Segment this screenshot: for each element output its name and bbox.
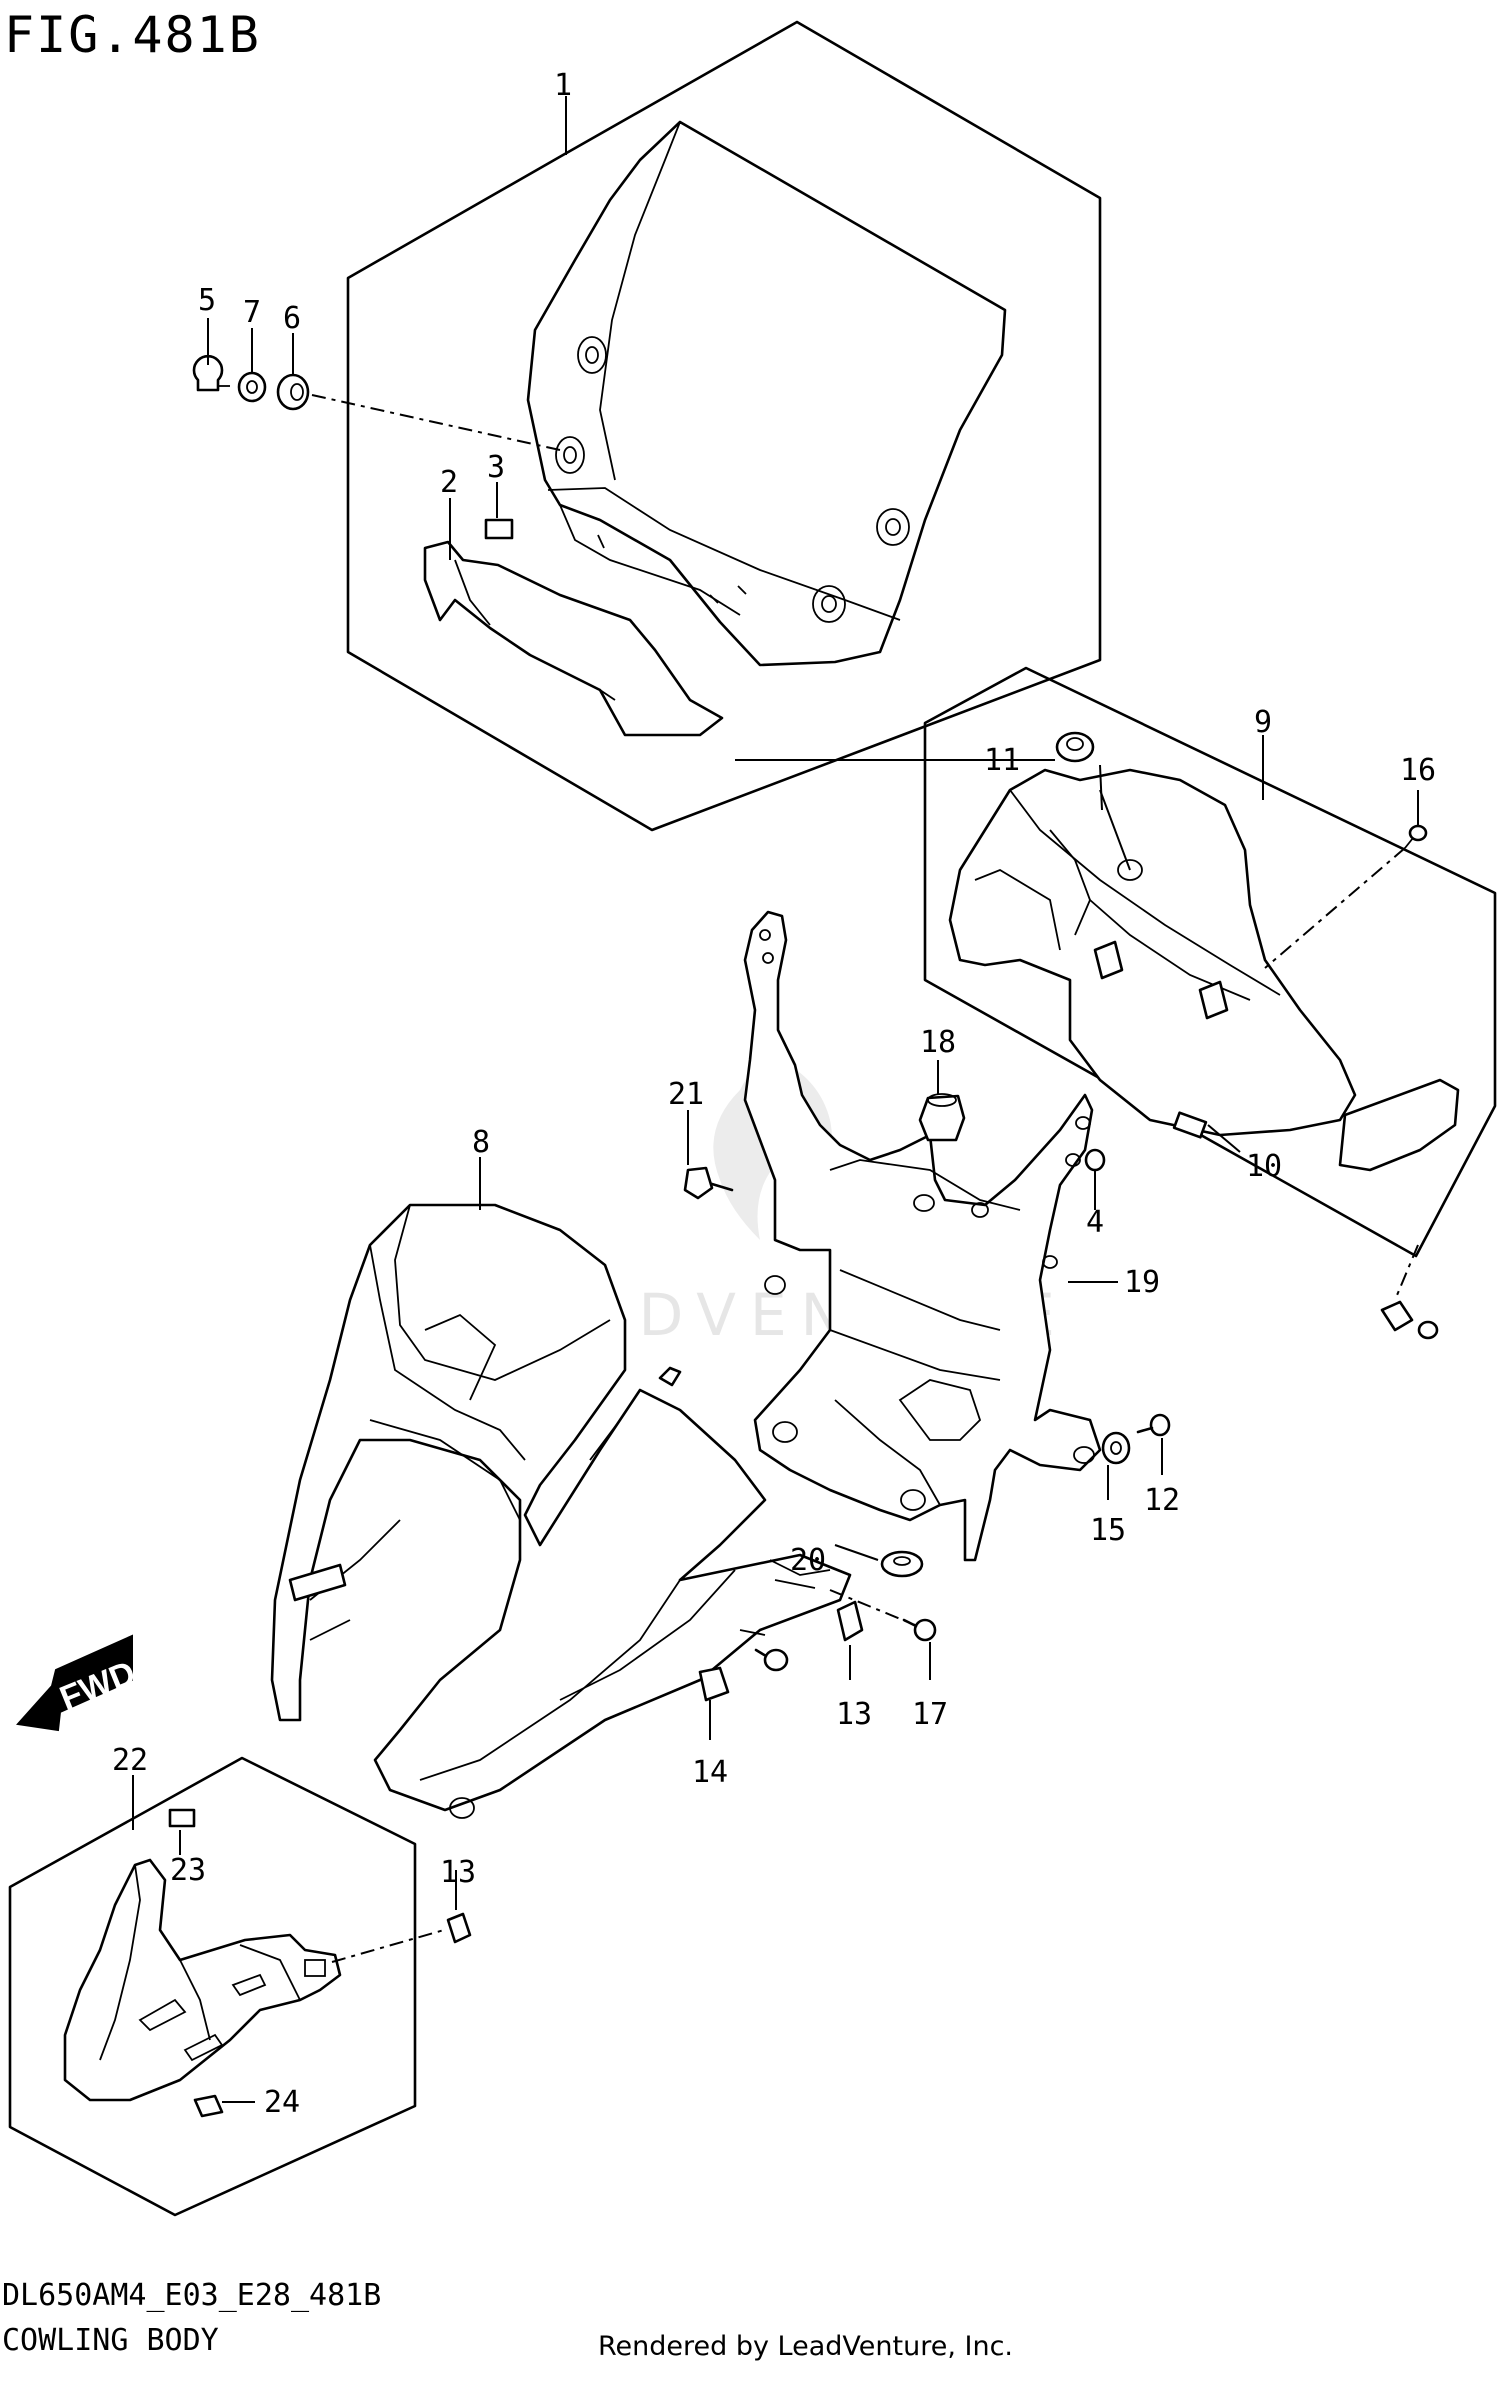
figure-title: FIG.481B bbox=[4, 6, 261, 64]
callout-11: 11 bbox=[984, 743, 1020, 778]
callout-19: 19 bbox=[1124, 1265, 1160, 1300]
cowling-8-part bbox=[270, 1203, 852, 1819]
callout-12: 12 bbox=[1144, 1483, 1180, 1518]
credit-text: Rendered by LeadVenture, Inc. bbox=[598, 2331, 1013, 2362]
grommet-20-part bbox=[880, 1550, 924, 1578]
callout-3: 3 bbox=[487, 450, 505, 485]
group-1-windscreen-box bbox=[346, 20, 1102, 832]
fastener-path-line bbox=[1264, 847, 1406, 969]
callout-7: 7 bbox=[243, 295, 261, 330]
callout-18: 18 bbox=[920, 1025, 956, 1060]
callout-2: 2 bbox=[440, 465, 458, 500]
callout-17: 17 bbox=[912, 1697, 948, 1732]
callout-20: 20 bbox=[790, 1543, 826, 1578]
bracket-19-part bbox=[743, 910, 1102, 1562]
grommet-11-part bbox=[1055, 731, 1095, 763]
leader-lines bbox=[179, 318, 1419, 2103]
fwd-arrow-icon: FWD bbox=[16, 1634, 141, 1732]
group-9-meter-box bbox=[923, 666, 1497, 1258]
callout-15: 15 bbox=[1090, 1513, 1126, 1548]
nut-13b-part bbox=[446, 1912, 472, 1944]
beak-22-part bbox=[63, 1858, 342, 2102]
fastener-path-line bbox=[311, 394, 561, 451]
callout-24: 24 bbox=[264, 2085, 300, 2120]
callout-13: 13 bbox=[836, 1697, 872, 1732]
pad-10-part bbox=[1172, 1111, 1208, 1139]
clip-14-part bbox=[698, 1666, 730, 1702]
bolt-21-part bbox=[683, 1166, 734, 1200]
callout-9: 9 bbox=[1254, 705, 1272, 740]
group-22-beak-box bbox=[8, 1756, 417, 2217]
callout-16: 16 bbox=[1400, 753, 1436, 788]
callout-23: 23 bbox=[170, 1853, 206, 1888]
screw-5-part bbox=[192, 354, 230, 392]
clip-24-part bbox=[193, 2094, 224, 2118]
screw-17-part bbox=[902, 1618, 937, 1642]
screw-cowl-part bbox=[754, 1648, 789, 1672]
washer-7-part bbox=[237, 371, 267, 403]
callout-6: 6 bbox=[283, 301, 301, 336]
decal-23-part bbox=[168, 1808, 196, 1828]
model-code: DL650AM4_E03_E28_481B bbox=[2, 2278, 381, 2313]
fastener-path-line bbox=[1394, 1244, 1419, 1301]
callout-21: 21 bbox=[668, 1077, 704, 1112]
nut-4-part bbox=[1084, 1148, 1106, 1172]
callout-1: 1 bbox=[554, 68, 572, 103]
section-name: COWLING BODY bbox=[2, 2323, 219, 2358]
nut-13-part bbox=[836, 1600, 864, 1642]
meter-panel-part bbox=[948, 768, 1460, 1172]
windscreen-part bbox=[526, 120, 1007, 667]
nut-6-part bbox=[276, 373, 310, 411]
clip-screw-part bbox=[1380, 1300, 1439, 1340]
callout-5: 5 bbox=[198, 283, 216, 318]
callout-4: 4 bbox=[1086, 1205, 1104, 1240]
inner-trim-part bbox=[423, 540, 724, 737]
callout-22: 22 bbox=[112, 1743, 148, 1778]
callout-labels: 1 2 3 4 5 6 7 8 9 10 11 12 13 13 14 15 1… bbox=[112, 68, 1436, 2120]
callout-8: 8 bbox=[472, 1125, 490, 1160]
callout-14: 14 bbox=[692, 1755, 728, 1790]
callout-10: 10 bbox=[1246, 1149, 1282, 1184]
damper-18-part bbox=[918, 1093, 966, 1142]
screw-16-part bbox=[1404, 824, 1428, 849]
collar-15-part bbox=[1101, 1431, 1131, 1465]
decal-part bbox=[484, 518, 514, 540]
fastener-path-line bbox=[331, 1929, 445, 1963]
callout-13b: 13 bbox=[440, 1855, 476, 1890]
bolt-12-part bbox=[1136, 1413, 1171, 1437]
